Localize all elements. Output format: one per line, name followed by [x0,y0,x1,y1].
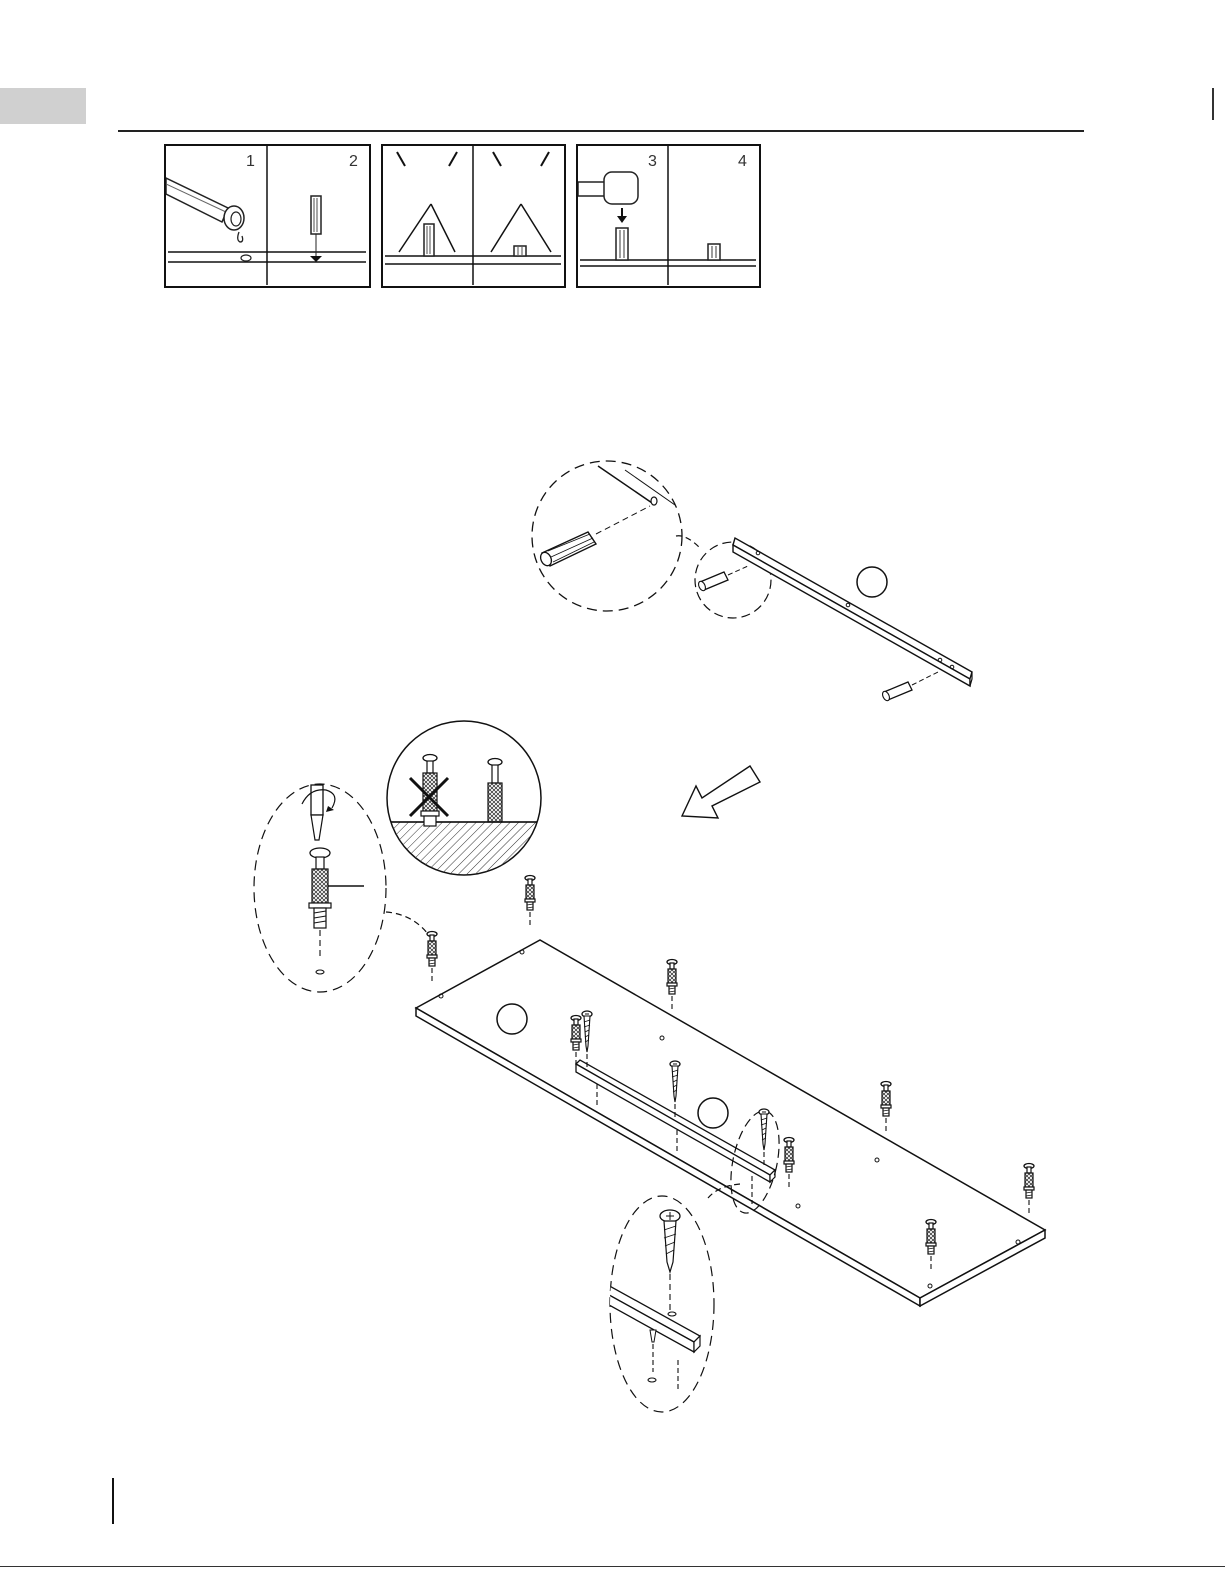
wooden-dowel-icon [514,246,526,256]
step-number-4: 4 [738,153,747,170]
wooden-dowel-icon [697,566,748,592]
cam-bolt-icon [1024,1164,1034,1217]
part-label-circle [857,567,887,597]
wood-screw-icon [660,1210,680,1310]
wooden-dowel-icon [424,224,434,256]
glue-dowel-illustration: 1 2 [166,146,368,285]
page-bottom-rule [0,1566,1225,1567]
footer-mark [112,1478,114,1524]
part-label-circle [698,1098,728,1128]
rail-part [733,538,972,686]
wooden-dowel-icon [311,196,321,256]
dowel-detail-magnifier [532,461,682,611]
instruction-panel-dowel-insert [381,144,566,288]
dowel-insert-illustration [383,146,563,285]
cam-bolt-icon [309,848,331,960]
glue-bottle-icon [166,178,244,242]
cam-bolt-icon [427,932,437,985]
section-tab [0,88,86,124]
cam-bolt-icon [667,960,677,1013]
step-number-2: 2 [349,153,358,170]
page-edge-mark [1212,88,1214,120]
wooden-dowel-icon [539,532,596,567]
arrow-down-left-icon [682,766,760,818]
assembly-illustration [240,460,1060,1420]
step-number-3: 3 [648,153,657,170]
step-number-1: 1 [246,153,255,170]
screwdriver-icon [302,785,335,840]
instruction-panel-glue-dowel: 1 2 [164,144,371,288]
bottom-panel-part [416,940,1045,1306]
wooden-dowel-icon [708,244,720,260]
cam-bolt-depth-detail [380,721,550,882]
header-rule [118,130,1084,132]
screw-rail-detail [600,1196,714,1412]
wooden-dowel-icon [881,672,938,702]
instruction-panel-mallet: 3 4 [576,144,761,288]
wooden-dowel-icon [616,228,628,260]
part-label-circle [497,1004,527,1034]
screwdriver-detail [254,784,386,992]
mallet-icon [578,172,638,204]
cam-bolt-icon [881,1082,891,1135]
mallet-illustration: 3 4 [578,146,758,285]
cam-bolt-icon [525,876,535,929]
